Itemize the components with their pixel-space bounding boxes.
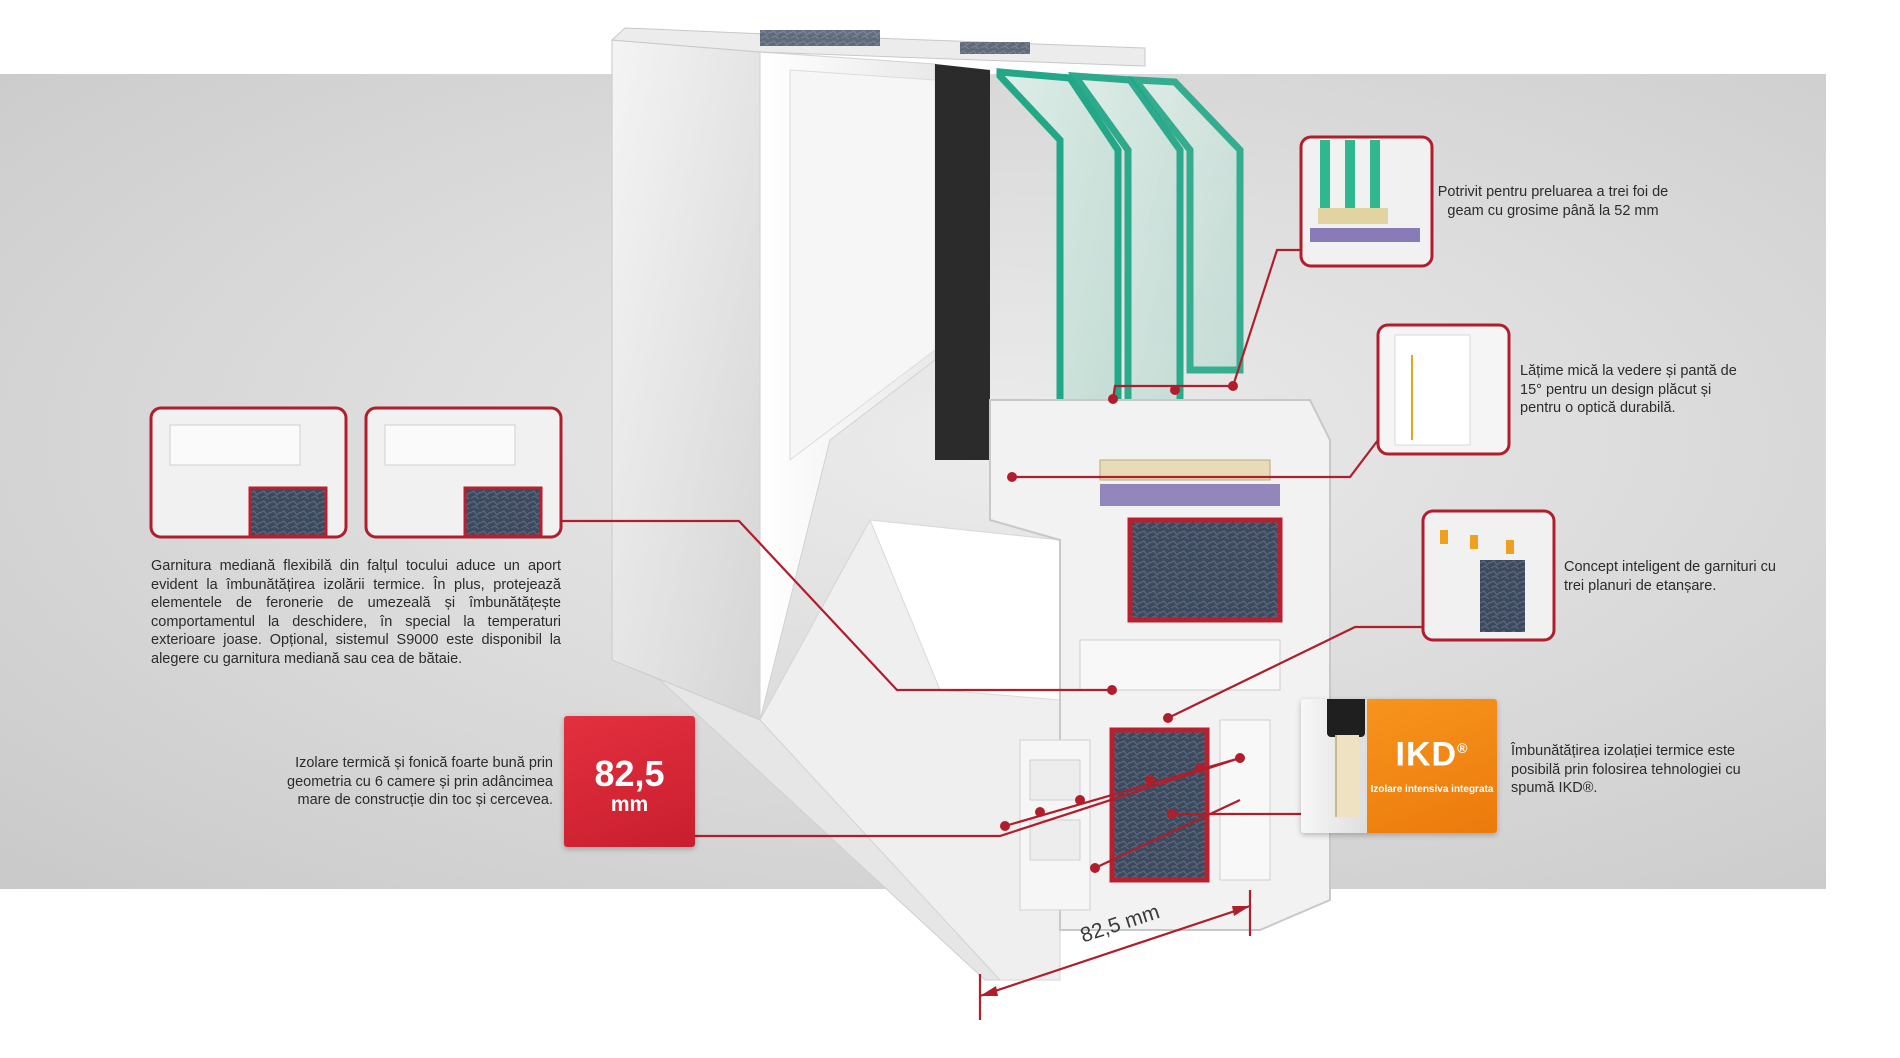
- depth-badge-unit: mm: [610, 793, 649, 816]
- ikd-logo-area: IKD® Izolare intensiva integrata: [1367, 699, 1497, 833]
- thumbnail-sight-line: [1376, 323, 1511, 456]
- ikd-profile-image: [1301, 699, 1367, 833]
- thumbnail-glass: [1299, 135, 1434, 268]
- ikd-seal: [1327, 699, 1365, 737]
- callout-dots: [1000, 381, 1245, 873]
- ikd-logo-text: IKD: [1395, 735, 1458, 774]
- ikd-subtitle: Izolare intensiva integrata: [1370, 784, 1494, 796]
- window-frame-corner: [610, 27, 1146, 981]
- ikd-panel: IKD® Izolare intensiva integrata: [1301, 699, 1497, 833]
- ikd-logo: IKD®: [1367, 729, 1497, 773]
- ikd-registered-mark: ®: [1457, 740, 1469, 756]
- depth-badge: 82,5 mm: [564, 716, 695, 847]
- callout-line-insulation: [695, 756, 1241, 838]
- depth-badge-value: 82,5: [594, 753, 665, 794]
- glass-description: Potrivit pentru preluarea a trei foi de …: [1437, 184, 1669, 219]
- chamber-line-2: [1094, 799, 1241, 869]
- callout-line-gasket: [1167, 625, 1423, 719]
- gasket-description: Concept inteligent de garnituri cu trei …: [1564, 559, 1776, 594]
- thumbnail-median-gasket-2: [364, 406, 563, 539]
- thumbnail-gasket: [1421, 509, 1556, 642]
- callout-line-median: [561, 519, 1112, 692]
- median-gasket-description: Garnitura mediană flexibilă din falțul t…: [151, 558, 561, 667]
- ikd-description: Îmbunătățirea izolației termice este pos…: [1511, 743, 1741, 796]
- callout-line-sight: [1012, 439, 1379, 479]
- sash-cross-section: [989, 399, 1331, 931]
- ikd-foam-strip: [1335, 735, 1359, 817]
- insulation-description: Izolare termică și fonică foarte bună pr…: [287, 755, 553, 808]
- thumbnail-median-gasket-1: [149, 406, 348, 539]
- sight-line-description: Lățime mică la vedere și pantă de 15° pe…: [1520, 363, 1737, 416]
